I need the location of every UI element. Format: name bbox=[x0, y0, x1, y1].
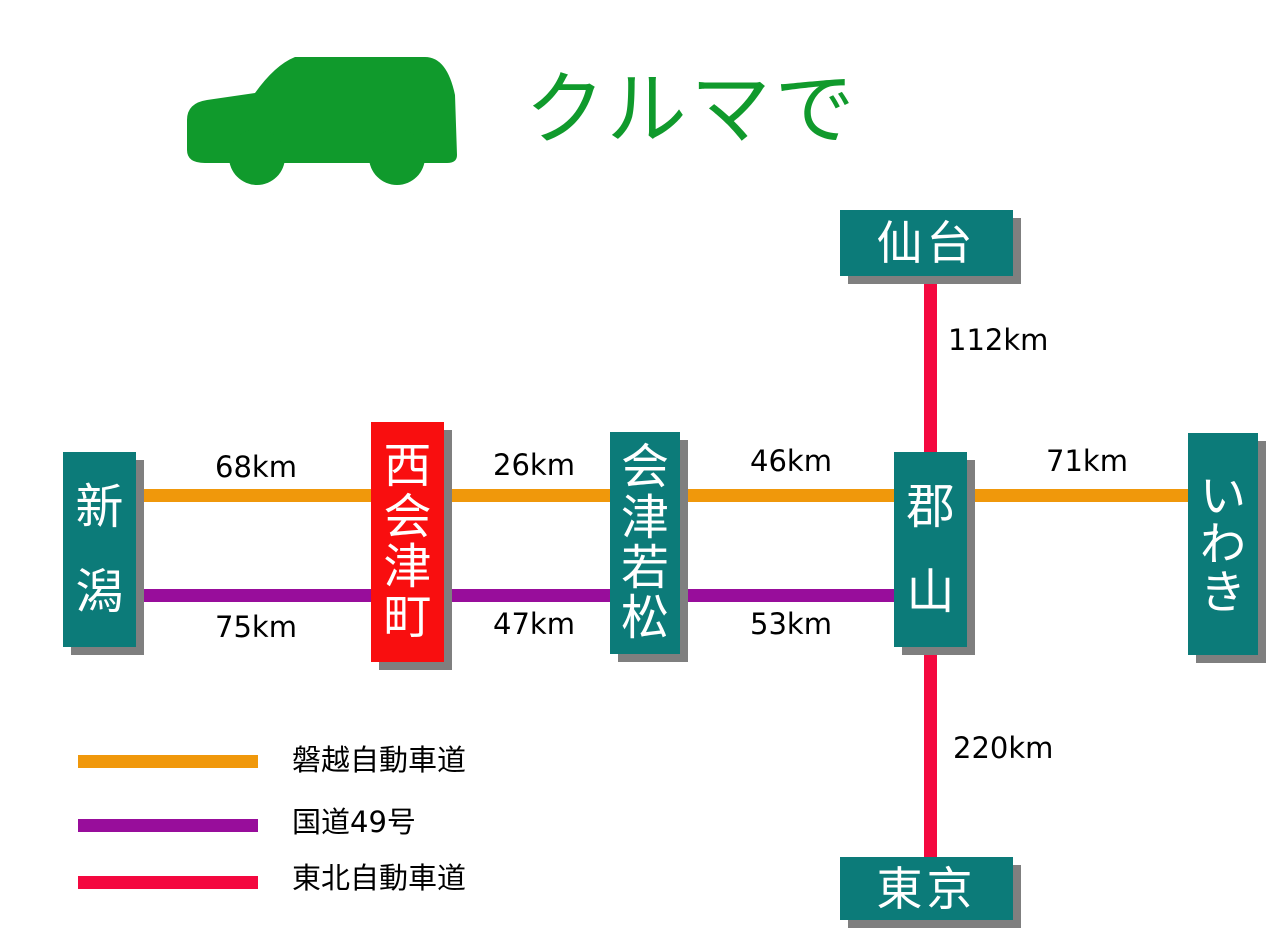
distance-label: 220km bbox=[953, 731, 1054, 765]
legend-label-route49: 国道49号 bbox=[292, 805, 416, 839]
distance-label: 53km bbox=[750, 607, 832, 641]
legend-swatch-route49 bbox=[78, 819, 258, 832]
node-aizuwakamatsu-char: 松 bbox=[620, 590, 669, 647]
distance-label: 75km bbox=[215, 610, 297, 644]
node-tokyo-label: 東京 bbox=[876, 861, 977, 916]
distance-label: 47km bbox=[493, 607, 575, 641]
legend-label-banetsu: 磐越自動車道 bbox=[292, 743, 467, 777]
node-nishiaizu-char: 町 bbox=[383, 589, 432, 646]
node-tokyo: 東京 bbox=[840, 857, 1013, 920]
node-iwaki-char: わ bbox=[1200, 516, 1246, 571]
legend-swatch-banetsu bbox=[78, 755, 258, 768]
distance-label: 112km bbox=[948, 323, 1049, 357]
node-iwaki: い わ き bbox=[1188, 433, 1258, 655]
node-koriyama-char: 山 bbox=[906, 563, 955, 620]
node-niigata-char: 新 bbox=[75, 479, 124, 536]
node-niigata: 新 潟 bbox=[63, 452, 136, 647]
node-nishiaizu: 西 会 津 町 bbox=[371, 422, 444, 662]
car-icon bbox=[187, 57, 457, 185]
node-koriyama-char: 郡 bbox=[906, 479, 955, 536]
node-niigata-char: 潟 bbox=[75, 563, 124, 620]
node-aizuwakamatsu: 会 津 若 松 bbox=[610, 432, 680, 654]
node-aizuwakamatsu-char: 若 bbox=[620, 540, 669, 596]
distance-label: 46km bbox=[750, 444, 832, 478]
node-nishiaizu-char: 津 bbox=[383, 539, 432, 595]
tohoku-line-north bbox=[924, 270, 937, 455]
node-sendai-label: 仙台 bbox=[876, 216, 977, 270]
node-koriyama: 郡 山 bbox=[894, 452, 967, 647]
distance-label: 71km bbox=[1046, 444, 1128, 478]
node-iwaki-char: き bbox=[1200, 565, 1246, 620]
node-nishiaizu-char: 会 bbox=[383, 488, 432, 545]
node-aizuwakamatsu-char: 会 bbox=[620, 439, 669, 496]
node-nishiaizu-char: 西 bbox=[383, 438, 432, 495]
legend-label-tohoku: 東北自動車道 bbox=[292, 861, 467, 895]
legend-swatch-tohoku bbox=[78, 876, 258, 889]
distance-label: 26km bbox=[493, 448, 575, 482]
distance-label: 68km bbox=[215, 450, 297, 484]
route49-line bbox=[140, 589, 897, 602]
tohoku-line-south bbox=[924, 645, 937, 860]
node-iwaki-char: い bbox=[1200, 468, 1246, 523]
page-title: クルマで bbox=[525, 63, 859, 156]
node-aizuwakamatsu-char: 津 bbox=[620, 489, 669, 546]
node-sendai: 仙台 bbox=[840, 210, 1013, 276]
